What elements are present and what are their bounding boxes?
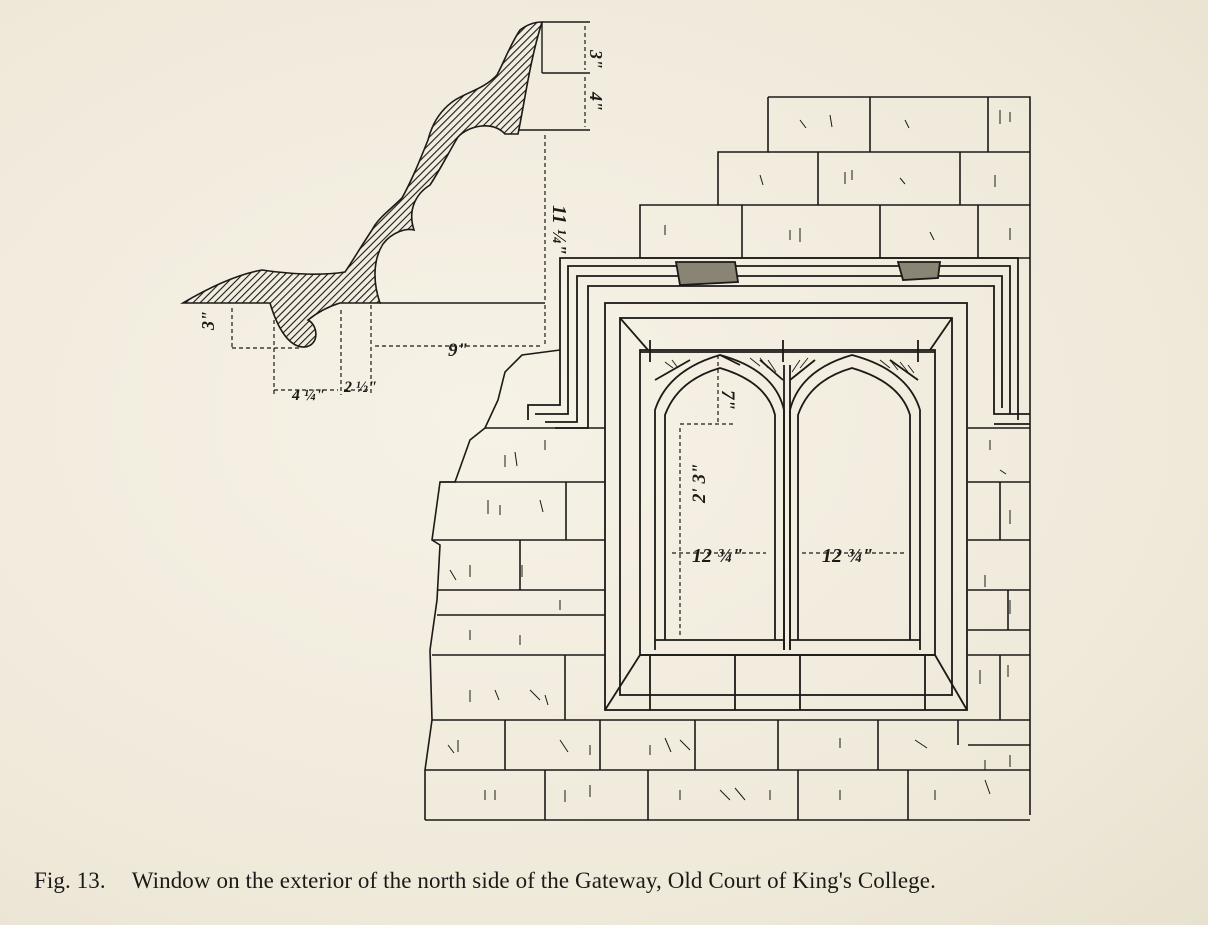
dim-light-width-left: 12 ¾" (692, 545, 743, 567)
stone-texture (447, 110, 1011, 802)
dim-base-projection: 3" (198, 311, 218, 331)
dimension-labels: 3" 4" 11 ¼" 3" 9" 4 ¼" 2 ½" 7" 2' 3" 12 … (198, 49, 873, 567)
dimension-lines (231, 26, 906, 635)
spandrel-hatching (664, 357, 915, 374)
dim-cornice-second: 4" (586, 91, 606, 111)
caption-text: Window on the exterior of the north side… (131, 868, 936, 893)
window-diagram: 3" 4" 11 ¼" 3" 9" 4 ¼" 2 ½" 7" 2' 3" 12 … (180, 21, 1031, 821)
masonry-wall (424, 96, 1031, 821)
dim-light-height: 2' 3" (689, 463, 710, 504)
dim-span: 9" (448, 340, 468, 361)
dim-cornice-top: 3" (586, 49, 606, 69)
moulding-section (180, 21, 544, 348)
figure-caption: Fig. 13. Window on the exterior of the no… (34, 868, 1204, 894)
moulding-outline (380, 21, 590, 304)
hood-mould (527, 257, 1030, 429)
window-frame (604, 302, 968, 711)
dim-cornice-height: 11 ¼" (548, 205, 570, 255)
dim-arch-drop: 7" (717, 390, 738, 410)
dim-light-width-right: 12 ¾" (822, 545, 873, 567)
arched-lights (654, 354, 921, 650)
dim-small-width: 2 ½" (343, 379, 377, 396)
dim-left-width: 4 ¼" (291, 387, 325, 404)
figure-number: Fig. 13. (34, 868, 106, 893)
